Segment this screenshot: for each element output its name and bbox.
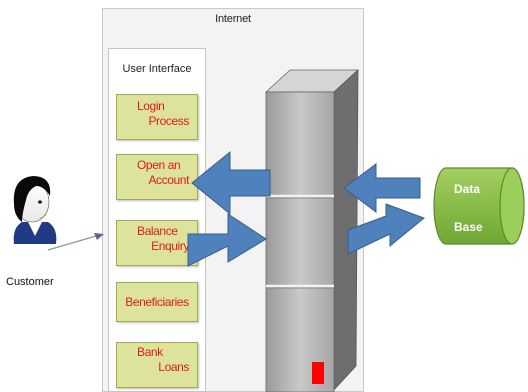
module-balance-enquiry[interactable]: Balance Enquiry [116, 220, 198, 266]
module-balance-line2: Enquiry [151, 239, 189, 253]
database-label-line2: Base [454, 220, 483, 234]
customer-label: Customer [6, 276, 54, 288]
module-bank-loans-line1: Bank [137, 345, 163, 359]
customer-connector-arrow [47, 233, 104, 251]
arrow-server-to-database [347, 203, 425, 255]
module-open-account-line1: Open an [137, 158, 181, 172]
user-interface-label: User Interface [122, 63, 192, 75]
module-beneficiaries-label: Beneficiaries [125, 294, 189, 309]
customer-avatar-icon [13, 176, 57, 244]
module-login-line2: Process [148, 114, 189, 128]
internet-label: Internet [215, 13, 251, 25]
module-bank-loans-line2: Loans [158, 360, 189, 374]
module-login-line1: Login [137, 99, 165, 113]
module-balance-line1: Balance [137, 224, 178, 238]
module-beneficiaries[interactable]: Beneficiaries [116, 282, 198, 322]
server-indicator-light [312, 362, 324, 384]
module-open-account-line2: Account [148, 173, 189, 187]
database-label-line1: Data [454, 182, 481, 196]
database-cylinder-icon [433, 167, 525, 245]
module-login-process[interactable]: Login Process [116, 94, 198, 140]
server-tower-icon [264, 69, 360, 392]
arrow-database-to-server [343, 163, 421, 213]
arrow-response-to-ui [191, 150, 271, 216]
module-bank-loans[interactable]: Bank Loans [116, 342, 198, 388]
module-open-account[interactable]: Open an Account [116, 154, 198, 200]
arrow-request-to-server [187, 213, 267, 267]
